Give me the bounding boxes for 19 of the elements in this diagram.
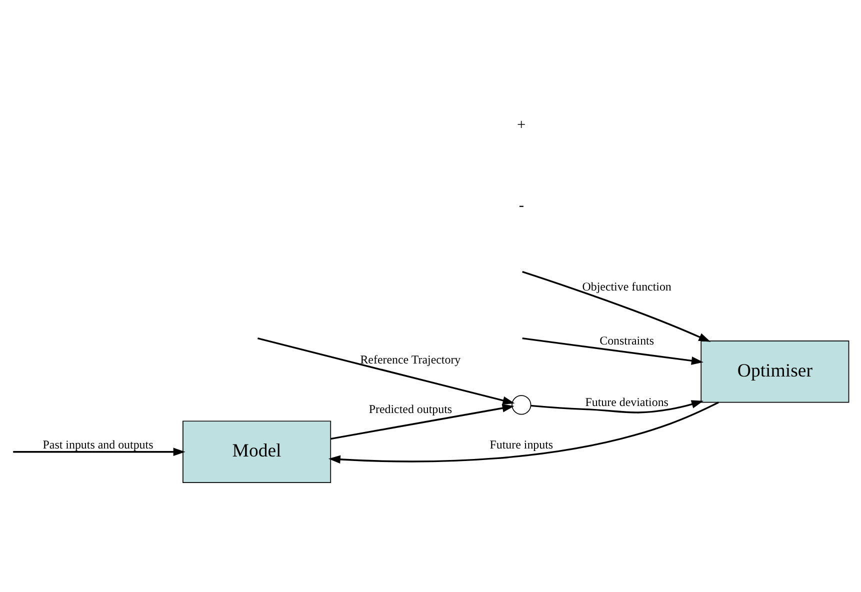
arrow bbox=[522, 336, 704, 364]
label: - bbox=[518, 196, 524, 214]
arrow bbox=[257, 337, 515, 404]
arrow bbox=[530, 400, 704, 413]
edge-label: Future inputs bbox=[490, 437, 554, 452]
node-box: Optimiser bbox=[700, 340, 850, 402]
node-circle bbox=[512, 394, 532, 414]
edge-label: Predicted outputs bbox=[368, 401, 452, 416]
arrow bbox=[328, 401, 719, 464]
edge-label: Reference Trajectory bbox=[360, 352, 461, 366]
edge-label: Past inputs and outputs bbox=[42, 437, 154, 452]
edge-label: Objective function bbox=[582, 279, 672, 294]
edge-label: Constraints bbox=[600, 332, 654, 347]
arrow bbox=[13, 447, 186, 456]
arrow bbox=[330, 404, 514, 440]
arrow bbox=[522, 270, 711, 342]
label: + bbox=[517, 116, 526, 134]
node-box: Model bbox=[182, 420, 332, 483]
edge-label: Future deviations bbox=[585, 394, 668, 408]
